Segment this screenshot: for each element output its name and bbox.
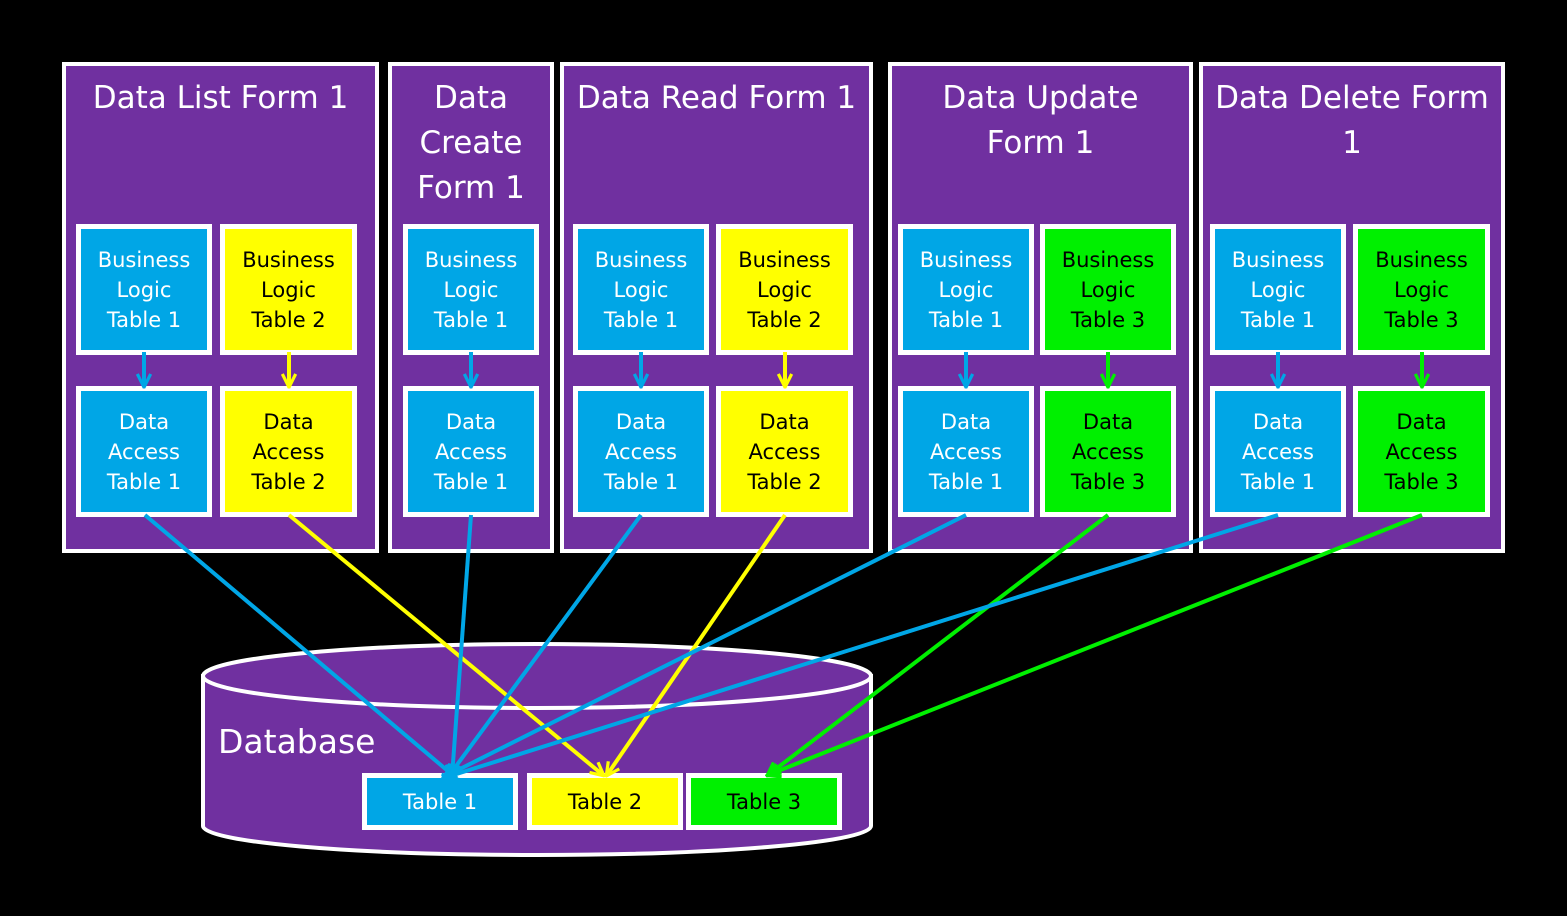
form-title: Data Create Form 1 — [417, 80, 525, 206]
business-logic-table-2-box: Business Logic Table 2 — [220, 224, 357, 355]
data-access-table-2-box: Data Access Table 2 — [716, 386, 853, 517]
database-top — [201, 642, 873, 710]
business-logic-table-1-box: Business Logic Table 1 — [573, 224, 709, 355]
data-access-table-2-box: Data Access Table 2 — [220, 386, 357, 517]
business-logic-table-1-box: Business Logic Table 1 — [403, 224, 539, 355]
form-title: Data Read Form 1 — [576, 80, 857, 116]
business-logic-table-1-box: Business Logic Table 1 — [1210, 224, 1346, 355]
data-access-table-1-box: Data Access Table 1 — [76, 386, 212, 517]
data-access-table-1-box: Data Access Table 1 — [403, 386, 539, 517]
business-logic-table-1-box: Business Logic Table 1 — [898, 224, 1034, 355]
business-logic-table-2-box: Business Logic Table 2 — [716, 224, 853, 355]
form-title: Data Update Form 1 — [942, 80, 1139, 161]
business-logic-table-3-box: Business Logic Table 3 — [1353, 224, 1490, 355]
data-access-table-1-box: Data Access Table 1 — [573, 386, 709, 517]
form-title: Data Delete Form 1 — [1215, 80, 1489, 161]
data-access-table-1-box: Data Access Table 1 — [1210, 386, 1346, 517]
business-logic-table-3-box: Business Logic Table 3 — [1040, 224, 1176, 355]
data-access-table-3-box: Data Access Table 3 — [1353, 386, 1490, 517]
db-table-2-box: Table 2 — [527, 773, 683, 830]
data-access-table-1-box: Data Access Table 1 — [898, 386, 1034, 517]
data-access-table-3-box: Data Access Table 3 — [1040, 386, 1176, 517]
db-table-1-box: Table 1 — [362, 773, 518, 830]
db-table-3-box: Table 3 — [686, 773, 842, 830]
form-title: Data List Form 1 — [92, 80, 349, 116]
database-label: Database — [218, 722, 376, 761]
business-logic-table-1-box: Business Logic Table 1 — [76, 224, 212, 355]
